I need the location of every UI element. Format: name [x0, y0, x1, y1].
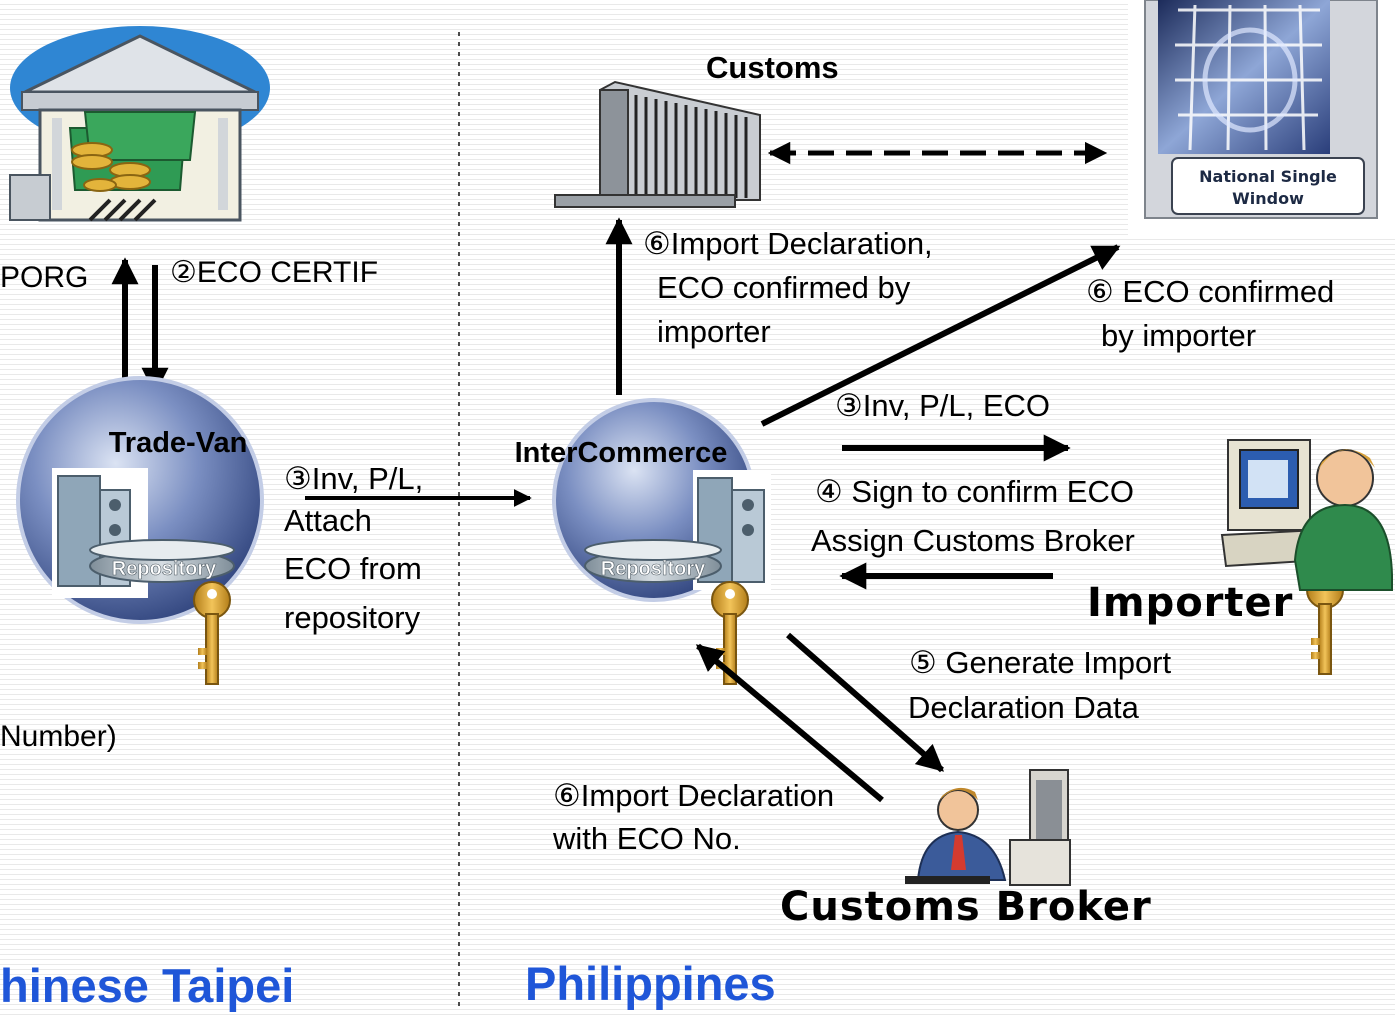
customs-building-icon: [554, 80, 761, 208]
inv-pl-left-line3: ECO from: [284, 551, 422, 586]
inv-pl-left-line2: Attach: [284, 503, 372, 538]
national-single-window-icon: [1128, 0, 1395, 236]
arrow-to-nsw: [760, 244, 1121, 427]
sign-confirm-line2: Assign Customs Broker: [811, 523, 1135, 558]
arrow-to-broker: [786, 632, 945, 773]
eco-confirmed-line1: ⑥ ECO confirmed: [1086, 274, 1335, 309]
bank-icon: [9, 26, 270, 222]
nsw-label-line2: Window: [1232, 189, 1304, 208]
generate-line1: ⑤ Generate Import: [909, 645, 1172, 680]
trade-van-node: [16, 376, 264, 624]
eco-confirmed-line2: by importer: [1101, 318, 1257, 353]
intercommerce-title: InterCommerce: [515, 437, 728, 469]
customs-label: Customs: [706, 50, 839, 85]
import-declaration-line2: ECO confirmed by: [657, 270, 911, 305]
region-left-label: hinese Taipei: [0, 959, 295, 1012]
intercommerce-repository-label: Repository: [601, 558, 706, 580]
import-eco-no-line1: ⑥Import Declaration: [553, 778, 835, 813]
trade-van-title: Trade-Van: [109, 427, 248, 459]
trade-van-repository-label: Repository: [112, 558, 217, 580]
number-fragment-label: Number): [0, 720, 117, 753]
trade-van-key-icon: [193, 581, 231, 685]
import-eco-no-line2: with ECO No.: [553, 821, 741, 856]
inv-pl-left-line4: repository: [284, 600, 421, 635]
inv-pl-left-line1: ③Inv, P/L,: [284, 461, 424, 496]
region-right-label: Philippines: [525, 957, 776, 1010]
customs-broker-label: Customs Broker: [780, 884, 1152, 930]
intercommerce-key-icon: [711, 581, 749, 685]
eco-certif-label: ②ECO CERTIF: [170, 256, 379, 289]
generate-line2: Declaration Data: [908, 690, 1139, 725]
inv-pl-eco-label: ③Inv, P/L, ECO: [835, 388, 1051, 423]
customs-broker-person-icon: [905, 769, 1071, 886]
arrow-from-broker: [695, 643, 884, 803]
intercommerce-node: [552, 398, 771, 602]
importer-label: Importer: [1087, 580, 1294, 626]
sign-confirm-line1: ④ Sign to confirm ECO: [815, 474, 1134, 509]
porg-label: PORG: [0, 261, 89, 294]
nsw-label-line1: National Single: [1199, 167, 1337, 186]
import-declaration-line3: importer: [657, 314, 771, 349]
importer-person-icon: [1220, 439, 1393, 591]
import-declaration-line1: ⑥Import Declaration,: [643, 226, 933, 261]
